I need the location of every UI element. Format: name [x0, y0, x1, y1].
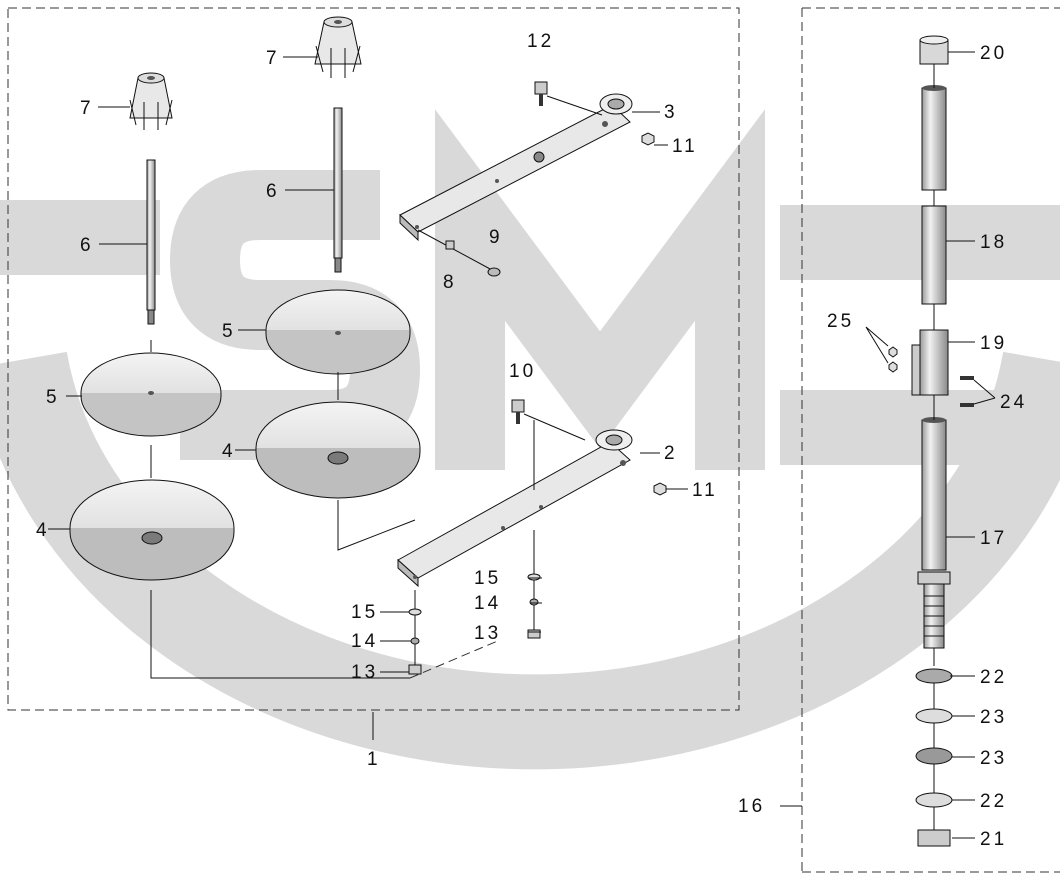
callout-14: 14: [474, 593, 501, 614]
callout-10: 10: [509, 361, 536, 382]
callout-11: 11: [672, 136, 698, 157]
cap-7-center: [314, 21, 362, 65]
callout-12: 12: [527, 31, 554, 52]
callout-5: 5: [222, 321, 236, 342]
callout-23: 23: [980, 748, 1007, 769]
callout-22: 22: [980, 667, 1007, 688]
callout-7: 7: [80, 98, 94, 119]
washer-23-bottom: [915, 747, 953, 765]
left-spool-stand: [69, 72, 410, 679]
callout-6: 6: [80, 235, 94, 256]
callout-15: 15: [474, 568, 501, 589]
assembly-1-frame: [7, 7, 740, 711]
callout-21: 21: [980, 829, 1007, 850]
callout-4: 4: [36, 520, 50, 541]
callout-19: 19: [980, 333, 1007, 354]
watermark-logo: [0, 109, 1060, 770]
callout-23: 23: [980, 707, 1007, 728]
assembly-16-frame: [801, 7, 1060, 873]
callout-18: 18: [980, 232, 1007, 253]
callout-25: 25: [827, 311, 854, 332]
callout-labels: 7 7 6 6 5 5 4 4 12 3 11 9 8 10 2 11 15 1…: [36, 31, 1027, 850]
part-18-upper-tube: [921, 87, 947, 191]
washer-23-top: [915, 708, 953, 724]
callout-4: 4: [222, 441, 236, 462]
callout-22: 22: [980, 791, 1007, 812]
rod-6-center: [333, 107, 343, 259]
callout-1: 1: [367, 749, 381, 770]
callout-8: 8: [443, 272, 457, 293]
callout-2: 2: [664, 443, 678, 464]
part-17-lower-tube: [921, 419, 947, 571]
nut-21: [917, 829, 951, 847]
callout-5: 5: [46, 387, 60, 408]
callout-20: 20: [980, 43, 1007, 64]
vertical-post-assembly: [780, 35, 974, 847]
callout-16: 16: [738, 796, 765, 817]
callout-17: 17: [980, 528, 1007, 549]
callout-3: 3: [664, 102, 678, 123]
callout-14: 14: [351, 631, 378, 652]
callout-11: 11: [692, 480, 718, 501]
callout-15: 15: [351, 602, 378, 623]
callout-24: 24: [1000, 392, 1027, 413]
rod-6-left: [146, 159, 156, 311]
callout-9: 9: [489, 227, 503, 248]
cap-7-left: [129, 77, 173, 119]
callout-7: 7: [266, 48, 280, 69]
washer-22-top: [915, 668, 953, 684]
callout-13: 13: [474, 623, 501, 644]
part-19-clamp: [919, 329, 949, 396]
washer-22-bottom: [915, 792, 953, 808]
arm-3-upper: [399, 81, 655, 277]
center-spool-stand: [255, 16, 501, 679]
callout-6: 6: [266, 181, 280, 202]
leader-lines: [48, 51, 996, 839]
callout-13: 13: [351, 662, 378, 683]
arm-2-lower: [397, 399, 667, 675]
